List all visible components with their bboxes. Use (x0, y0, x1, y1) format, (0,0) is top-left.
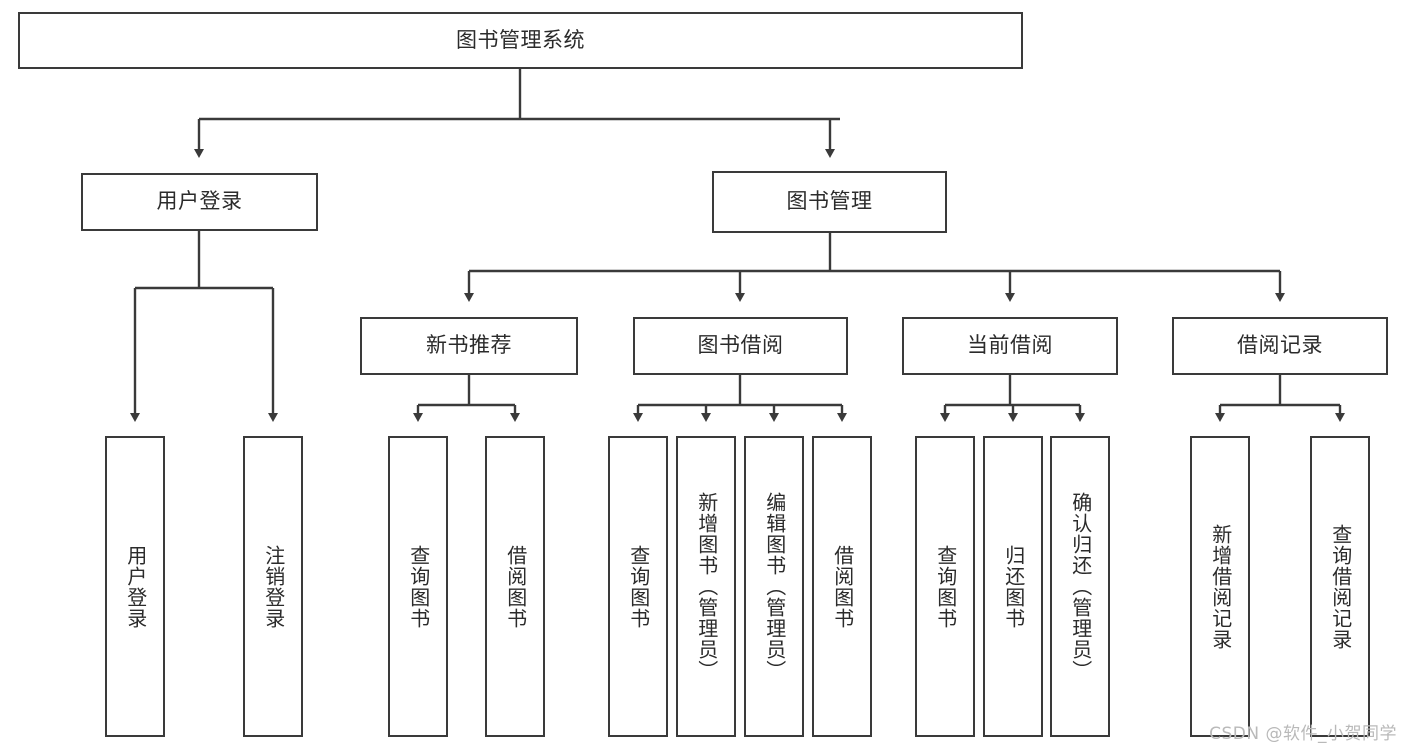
node-leaf-borrow-book-label: 借阅图书 (830, 544, 855, 629)
node-leaf-add-book-admin-label: 新增图书（管理员） (694, 492, 719, 681)
node-leaf-logout[interactable]: 注销登录 (243, 436, 303, 737)
node-book-borrow[interactable]: 图书借阅 (633, 317, 848, 375)
node-leaf-add-book-admin[interactable]: 新增图书（管理员） (676, 436, 736, 737)
node-leaf-query-book-current-label: 查询图书 (933, 544, 958, 629)
node-user-login[interactable]: 用户登录 (81, 173, 318, 231)
node-new-book-recommend-label: 新书推荐 (426, 333, 512, 358)
node-leaf-query-book-borrow-label: 查询图书 (626, 544, 651, 629)
node-leaf-confirm-return-admin-label: 确认归还（管理员） (1068, 492, 1093, 681)
node-root[interactable]: 图书管理系统 (18, 12, 1023, 69)
node-leaf-borrow-book-recommend[interactable]: 借阅图书 (485, 436, 545, 737)
node-leaf-user-login[interactable]: 用户登录 (105, 436, 165, 737)
node-book-manage[interactable]: 图书管理 (712, 171, 947, 233)
node-leaf-add-borrow-record[interactable]: 新增借阅记录 (1190, 436, 1250, 737)
node-borrow-record-label: 借阅记录 (1237, 333, 1323, 358)
node-book-manage-label: 图书管理 (786, 189, 873, 214)
node-leaf-return-book-label: 归还图书 (1001, 544, 1026, 629)
node-user-login-label: 用户登录 (156, 189, 243, 214)
node-leaf-query-book-recommend[interactable]: 查询图书 (388, 436, 448, 737)
node-leaf-borrow-book[interactable]: 借阅图书 (812, 436, 872, 737)
node-leaf-query-borrow-record-label: 查询借阅记录 (1328, 523, 1353, 650)
node-root-label: 图书管理系统 (456, 27, 585, 52)
node-leaf-query-book-borrow[interactable]: 查询图书 (608, 436, 668, 737)
node-new-book-recommend[interactable]: 新书推荐 (360, 317, 578, 375)
node-leaf-logout-label: 注销登录 (261, 544, 286, 629)
node-leaf-edit-book-admin-label: 编辑图书（管理员） (762, 492, 787, 681)
node-leaf-borrow-book-recommend-label: 借阅图书 (503, 544, 528, 629)
node-leaf-add-borrow-record-label: 新增借阅记录 (1208, 523, 1233, 650)
node-leaf-user-login-label: 用户登录 (123, 544, 148, 629)
node-leaf-query-borrow-record[interactable]: 查询借阅记录 (1310, 436, 1370, 737)
node-borrow-record[interactable]: 借阅记录 (1172, 317, 1388, 375)
node-leaf-return-book[interactable]: 归还图书 (983, 436, 1043, 737)
node-book-borrow-label: 图书借阅 (697, 333, 784, 358)
node-current-borrow[interactable]: 当前借阅 (902, 317, 1118, 375)
node-leaf-confirm-return-admin[interactable]: 确认归还（管理员） (1050, 436, 1110, 737)
node-current-borrow-label: 当前借阅 (967, 333, 1053, 358)
node-leaf-query-book-current[interactable]: 查询图书 (915, 436, 975, 737)
node-leaf-query-book-recommend-label: 查询图书 (406, 544, 431, 629)
node-leaf-edit-book-admin[interactable]: 编辑图书（管理员） (744, 436, 804, 737)
